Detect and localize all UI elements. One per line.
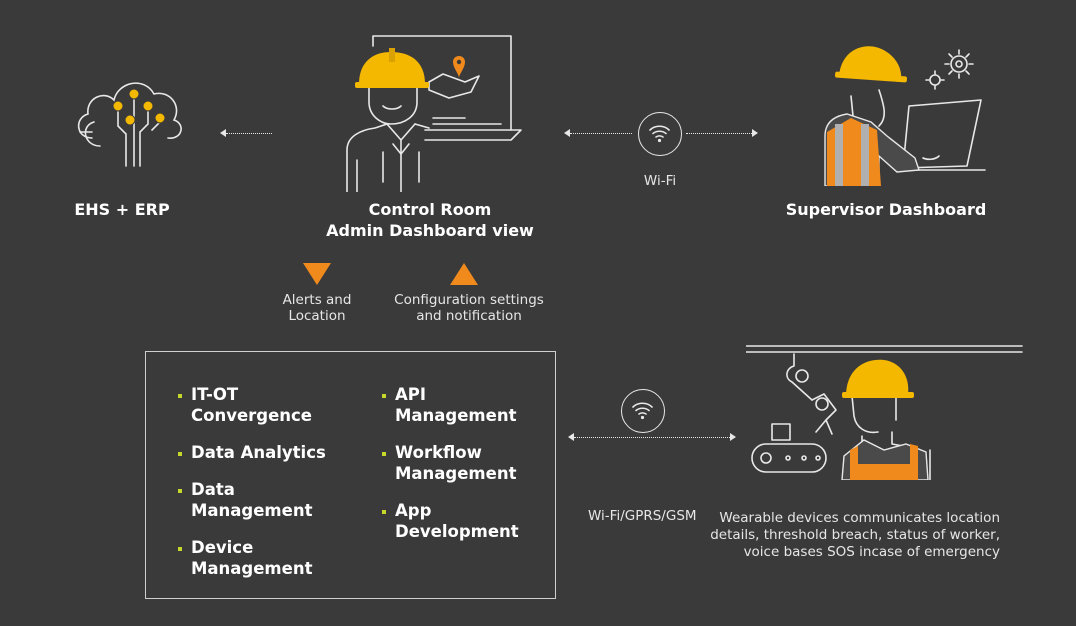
connector-wifi-to-supervisor — [686, 133, 752, 134]
config-settings-line1: Configuration settings — [394, 292, 544, 308]
arrow-left-icon — [564, 129, 570, 137]
arrow-right-icon — [730, 433, 736, 441]
alerts-location-line1: Alerts and — [282, 292, 352, 308]
arrow-left-icon — [220, 129, 226, 137]
bullet-icon — [382, 452, 386, 456]
control-room-title: Control Room — [368, 200, 492, 219]
config-settings-line2: and notification — [416, 308, 522, 324]
connector-control-to-wifi — [570, 133, 632, 134]
wifi-gprs-icon — [621, 389, 665, 433]
cloud-network-icon — [77, 82, 182, 167]
supervisor-dashboard-label: Supervisor Dashboard — [785, 200, 987, 219]
wearable-description-line2: details, threshold breach, status of wor… — [710, 527, 1000, 543]
alerts-down-triangle-icon — [303, 263, 331, 285]
arrow-right-icon — [752, 129, 758, 137]
field-worker-robot-icon — [746, 345, 1023, 480]
wifi-icon — [638, 112, 682, 156]
wifi-label: Wi-Fi — [643, 173, 677, 189]
config-up-triangle-icon — [450, 263, 478, 285]
bullet-icon — [178, 394, 182, 398]
connector-control-to-ehs — [226, 133, 272, 134]
alerts-location-line2: Location — [288, 308, 346, 324]
connector-box-to-worker — [574, 437, 730, 438]
bullet-icon — [382, 510, 386, 514]
control-room-subtitle: Admin Dashboard view — [326, 221, 534, 240]
bullet-icon — [178, 547, 182, 551]
ehs-erp-label: EHS + ERP — [74, 200, 170, 219]
arrow-left-icon — [568, 433, 574, 441]
bullet-icon — [178, 489, 182, 493]
control-room-operator-icon — [346, 35, 522, 192]
wearable-description-line3: voice bases SOS incase of emergency — [743, 544, 1000, 560]
bullet-icon — [382, 394, 386, 398]
wifi-gprs-gsm-label: Wi-Fi/GPRS/GSM — [588, 508, 697, 524]
supervisor-worker-icon — [824, 46, 986, 186]
capability-data-analytics: Data Analytics — [191, 443, 326, 462]
bullet-icon — [178, 452, 182, 456]
wearable-description-line1: Wearable devices communicates location — [719, 510, 1000, 526]
